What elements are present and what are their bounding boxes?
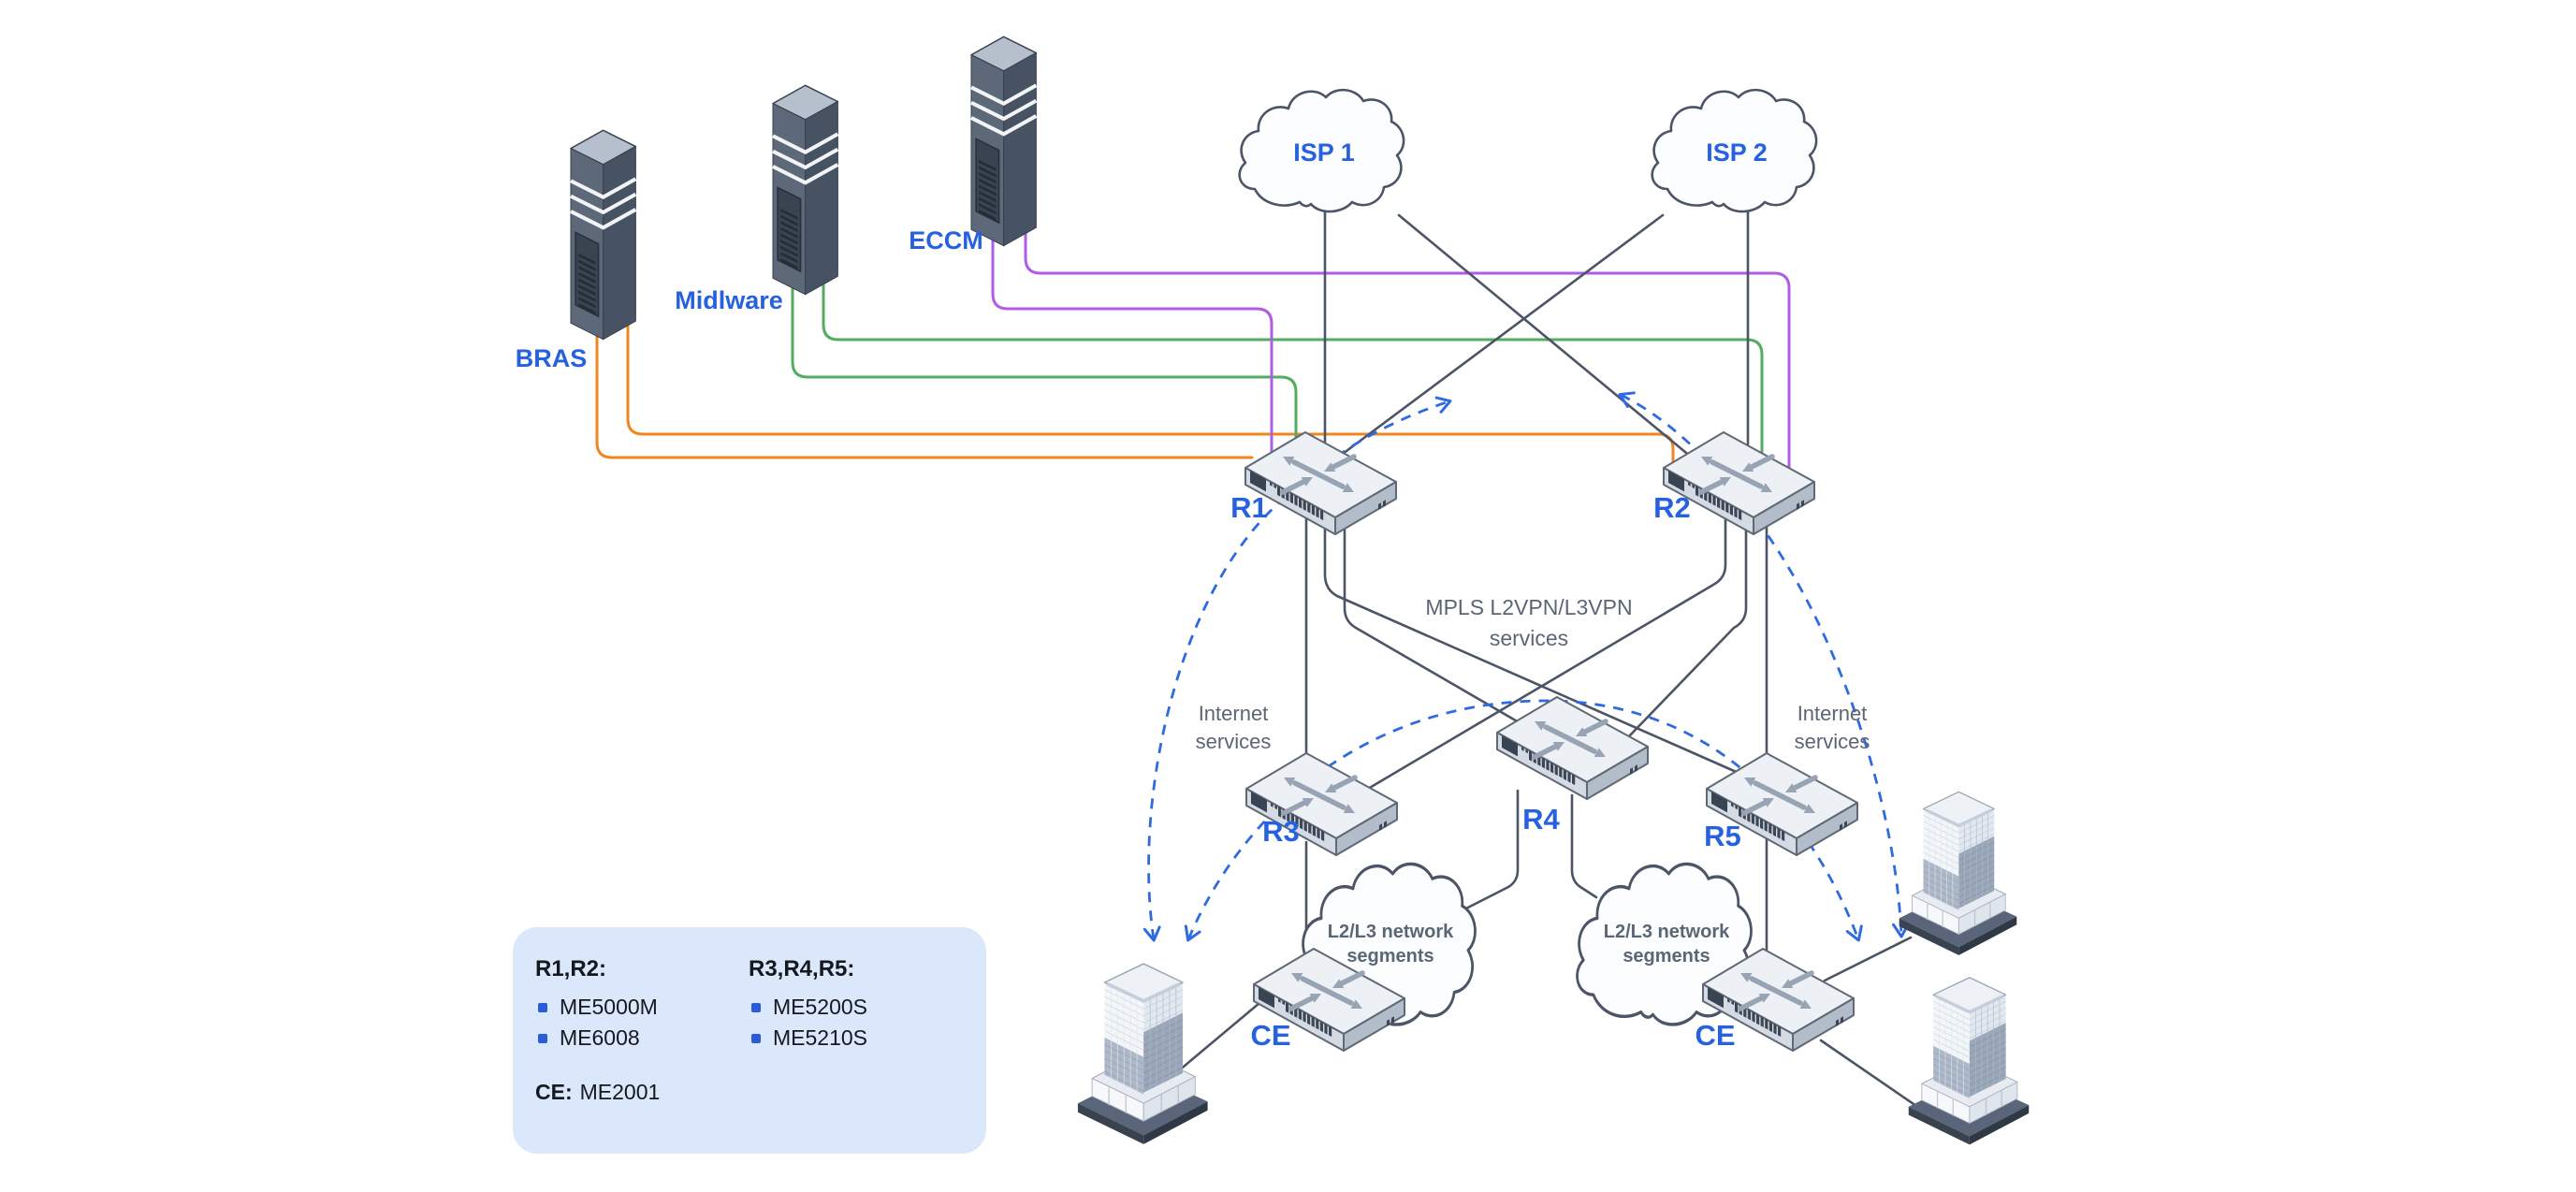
legend-col1-title: R1,R2: bbox=[535, 956, 607, 981]
internet-left-line1: Internet bbox=[1199, 702, 1269, 725]
link-isp2-r1 bbox=[1341, 213, 1665, 456]
legend-ce-label: CE: bbox=[535, 1080, 573, 1104]
r2-label: R2 bbox=[1653, 491, 1691, 524]
link-r4-segments-right bbox=[1570, 793, 1598, 899]
server-midlware-label: Midlware bbox=[675, 286, 783, 314]
r1-label: R1 bbox=[1230, 491, 1268, 524]
arc-internet-right bbox=[1618, 391, 1910, 938]
link-midlware-r2 bbox=[822, 277, 1764, 455]
link-bras-r2 bbox=[626, 324, 1675, 464]
legend-item: ME6008 bbox=[538, 1025, 640, 1051]
server-eccm bbox=[971, 36, 1036, 245]
legend-item-label: ME5210S bbox=[773, 1025, 868, 1050]
arc-l2vpn-ce-to-ce bbox=[1184, 699, 1863, 942]
legend-col2-title: R3,R4,R5: bbox=[749, 956, 855, 981]
segments-left-line2: segments bbox=[1346, 946, 1434, 967]
link-eccm-r1 bbox=[991, 240, 1273, 454]
mpls-note-line1: MPLS L2VPN/L3VPN bbox=[1425, 595, 1632, 619]
link-r4-segments-left bbox=[1455, 789, 1520, 915]
router-r4 bbox=[1497, 697, 1648, 799]
internet-right-line1: Internet bbox=[1797, 702, 1868, 725]
ce-right-label: CE bbox=[1695, 1019, 1735, 1052]
segments-right-line1: L2/L3 network bbox=[1604, 922, 1730, 942]
link-midlware-r1 bbox=[791, 286, 1298, 440]
segments-left-line1: L2/L3 network bbox=[1328, 922, 1454, 942]
building-left bbox=[1076, 962, 1210, 1146]
internet-right-line2: services bbox=[1795, 730, 1870, 753]
mpls-note-line2: services bbox=[1490, 626, 1568, 650]
server-bras bbox=[571, 130, 635, 339]
bullet-icon bbox=[538, 1002, 547, 1012]
legend-ce-value: ME2001 bbox=[579, 1080, 661, 1104]
r4-label: R4 bbox=[1522, 803, 1560, 836]
segments-right-line2: segments bbox=[1623, 946, 1710, 967]
legend-item-label: ME5000M bbox=[560, 995, 658, 1019]
router-r1 bbox=[1245, 432, 1396, 534]
bullet-icon bbox=[751, 1033, 761, 1043]
arc-internet-left bbox=[1142, 396, 1452, 942]
r3-label: R3 bbox=[1262, 815, 1300, 848]
link-ce-building-lower-right bbox=[1819, 1039, 1918, 1108]
legend-item: ME5000M bbox=[538, 995, 658, 1020]
legend: R1,R2: ME5000M ME6008 R3,R4,R5: ME5200S … bbox=[513, 927, 986, 1154]
legend-ce-row: CE:ME2001 bbox=[535, 1080, 660, 1105]
link-building-left-ce bbox=[1165, 992, 1273, 1083]
link-bras-r1 bbox=[595, 331, 1254, 459]
r5-label: R5 bbox=[1704, 820, 1741, 852]
ce-left-label: CE bbox=[1250, 1019, 1290, 1052]
link-r1-r4 bbox=[1343, 511, 1527, 728]
server-eccm-label: ECCM bbox=[909, 226, 983, 254]
legend-item-label: ME6008 bbox=[560, 1025, 640, 1050]
legend-item: ME5200S bbox=[751, 995, 867, 1020]
building-upper-right bbox=[1897, 790, 2019, 957]
legend-item: ME5210S bbox=[751, 1025, 867, 1051]
server-midlware bbox=[773, 85, 837, 294]
isp2-label: ISP 2 bbox=[1706, 138, 1768, 167]
internet-left-line2: services bbox=[1196, 730, 1272, 753]
server-bras-label: BRAS bbox=[516, 344, 588, 372]
bullet-icon bbox=[538, 1033, 547, 1043]
link-isp1-r2 bbox=[1397, 213, 1710, 472]
legend-item-label: ME5200S bbox=[773, 995, 868, 1019]
building-lower-right bbox=[1907, 975, 2030, 1147]
link-ce-building-upper-right bbox=[1823, 936, 1913, 982]
bullet-icon bbox=[751, 1002, 761, 1012]
link-eccm-r2 bbox=[1024, 230, 1791, 470]
isp1-label: ISP 1 bbox=[1293, 138, 1355, 167]
traffic-arcs bbox=[1142, 391, 1910, 942]
